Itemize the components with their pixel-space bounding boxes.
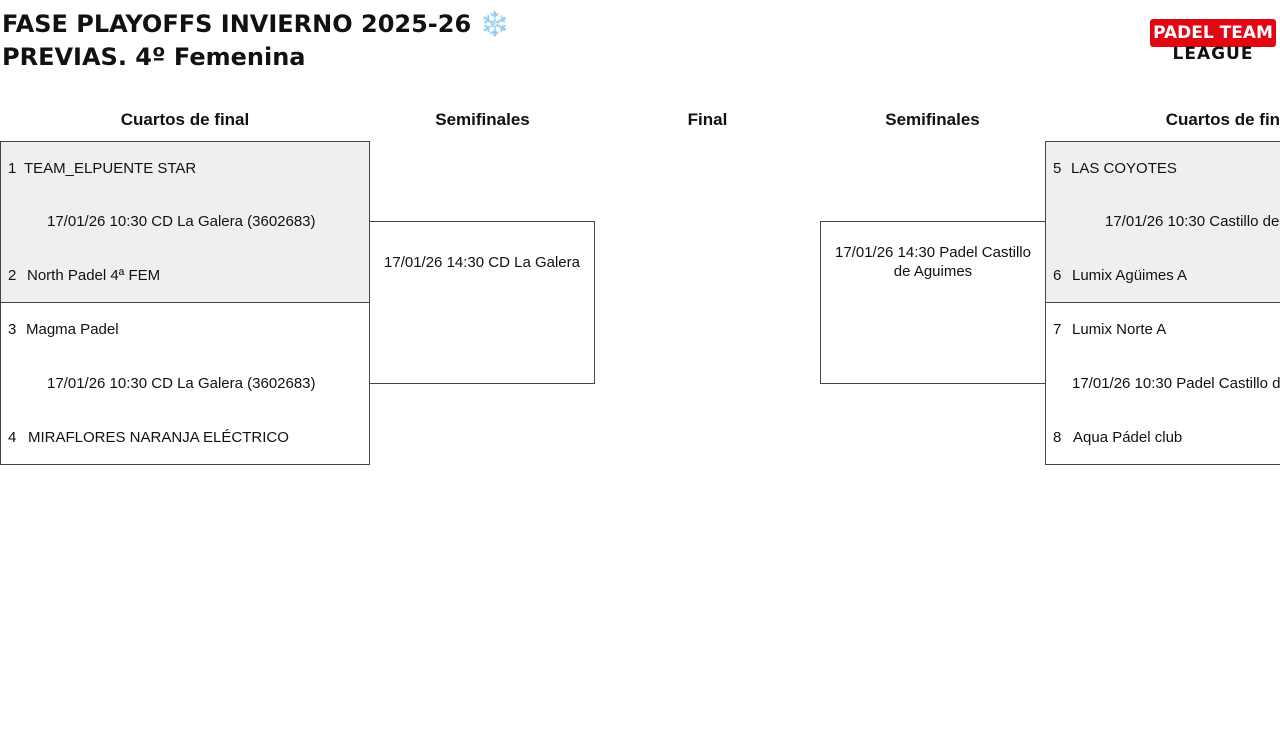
team-seed: 1: [8, 160, 17, 177]
team-name: Aqua Pádel club: [1073, 429, 1183, 446]
left-semifinal-match[interactable]: 17/01/26 14:30 CD La Galera: [369, 221, 595, 384]
left-quarterfinal-match-1[interactable]: 1 TEAM_ELPUENTE STAR 17/01/26 10:30 CD La…: [0, 141, 370, 303]
team-seed: 6: [1053, 267, 1062, 284]
team-name: Lumix Norte A: [1072, 321, 1167, 338]
team-name: TEAM_ELPUENTE STAR: [24, 160, 197, 177]
page-title: FASE PLAYOFFS INVIERNO 2025-26 ❄️: [2, 10, 510, 38]
team-slot: 4 MIRAFLORES NARANJA ELÉCTRICO: [8, 427, 289, 449]
right-quarterfinal-match-2[interactable]: 7 Lumix Norte A 17/01/26 10:30 Padel Cast…: [1045, 302, 1280, 465]
round-heading-final: Final: [687, 110, 728, 129]
team-seed: 5: [1053, 160, 1062, 177]
team-name: Magma Padel: [26, 321, 119, 338]
round-heading-left-semifinals: Semifinales: [435, 110, 530, 129]
match-schedule: 17/01/26 14:30 CD La Galera: [384, 254, 580, 271]
team-seed: 4: [8, 429, 17, 446]
team-name: Lumix Agüimes A: [1072, 267, 1188, 284]
team-name: North Padel 4ª FEM: [27, 267, 161, 284]
team-seed: 7: [1053, 321, 1062, 338]
team-slot: 5 LAS COYOTES: [1053, 158, 1177, 180]
team-slot: 2 North Padel 4ª FEM: [8, 265, 160, 287]
match-schedule: 17/01/26 10:30 CD La Galera (3602683): [47, 375, 316, 392]
right-semifinal-match[interactable]: 17/01/26 14:30 Padel Castillo de Aguimes: [820, 221, 1046, 384]
team-slot: 3 Magma Padel: [8, 319, 119, 341]
padel-team-league-logo: PADEL TEAM LEAGUE: [1150, 19, 1276, 64]
match-schedule: 17/01/26 10:30 Castillo de: [1105, 213, 1280, 230]
team-name: LAS COYOTES: [1071, 160, 1177, 177]
round-heading-right-quarterfinals: Cuartos de final: [1165, 110, 1280, 129]
team-slot: 8 Aqua Pádel club: [1053, 427, 1182, 449]
team-slot: 6 Lumix Agüimes A: [1053, 265, 1187, 287]
match-schedule: 17/01/26 10:30 Padel Castillo d: [1072, 375, 1280, 392]
round-heading-right-semifinals: Semifinales: [885, 110, 980, 129]
team-slot: 7 Lumix Norte A: [1053, 319, 1166, 341]
logo-bottom-text: LEAGUE: [1172, 44, 1254, 64]
round-heading-left-quarterfinals: Cuartos de final: [120, 110, 250, 129]
left-quarterfinal-match-2[interactable]: 3 Magma Padel 17/01/26 10:30 CD La Galera…: [0, 302, 370, 465]
match-schedule: 17/01/26 14:30 Padel Castillo de Aguimes: [835, 244, 1031, 280]
team-name: MIRAFLORES NARANJA ELÉCTRICO: [28, 429, 289, 446]
page-subtitle: PREVIAS. 4º Femenina: [2, 43, 306, 71]
match-schedule: 17/01/26 10:30 CD La Galera (3602683): [47, 213, 316, 230]
team-seed: 8: [1053, 429, 1062, 446]
team-slot: 1 TEAM_ELPUENTE STAR: [8, 158, 196, 180]
logo-top-text: PADEL TEAM: [1150, 19, 1276, 47]
team-seed: 2: [8, 267, 17, 284]
team-seed: 3: [8, 321, 17, 338]
